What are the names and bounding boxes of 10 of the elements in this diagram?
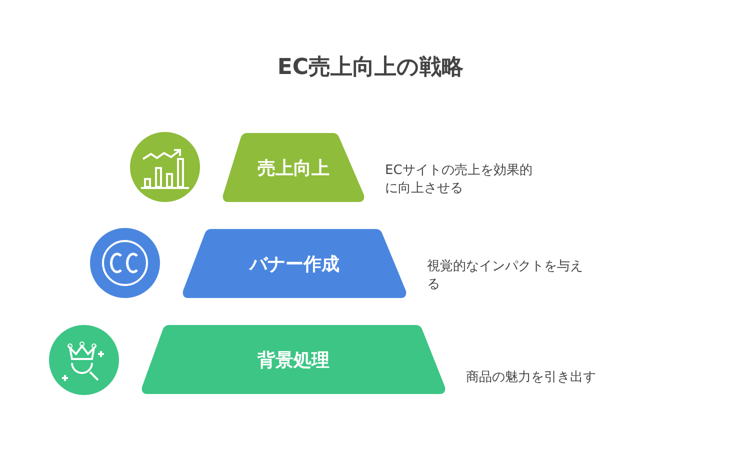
trapezoid-box bbox=[182, 229, 407, 298]
tier-label: 背景処理 bbox=[256, 348, 330, 372]
tier-label: バナー作成 bbox=[248, 252, 340, 276]
tier-label: 売上向上 bbox=[256, 156, 330, 180]
title: EC売上向上の戦略 bbox=[276, 54, 465, 82]
trapezoid-box bbox=[141, 325, 446, 394]
description-text: 商品の魅力を引き出す bbox=[466, 369, 597, 387]
trapezoid-box bbox=[222, 133, 365, 202]
description-text: 視覚的なインパクトを与える bbox=[427, 258, 584, 294]
description-text: ECサイトの売上を効果的に向上させる bbox=[385, 162, 534, 198]
